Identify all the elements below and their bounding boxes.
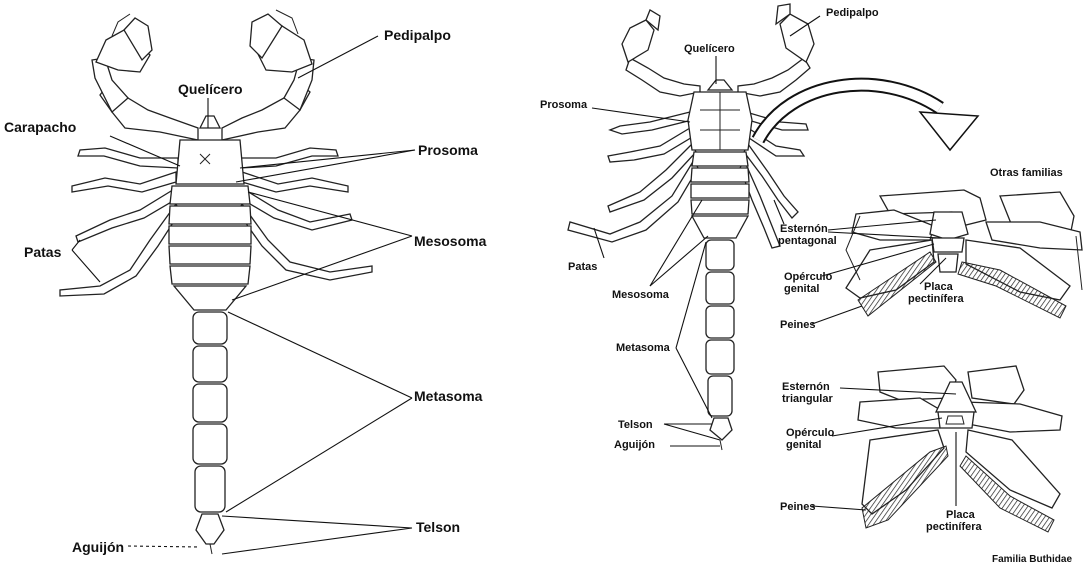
label-peines-bottom: Peines xyxy=(780,501,815,513)
label-operculo-genital-top-1: Opérculo xyxy=(784,271,833,283)
left-scorpion-drawing: Pedipalpo Quelícero Carapacho Prosoma Me… xyxy=(4,10,487,555)
label-metasoma-center: Metasoma xyxy=(616,342,671,354)
label-aguijon-center: Aguijón xyxy=(614,439,655,451)
center-mesosoma-segments xyxy=(691,152,749,238)
right-top-ventral-view: Otras familias Esternón pentagonal Opérc… xyxy=(778,167,1082,331)
label-placa-pectinifera-top-1: Placa xyxy=(924,281,954,293)
label-esternon-triangular-1: Esternón xyxy=(782,381,830,393)
center-metasoma-segments xyxy=(706,240,734,416)
center-legs xyxy=(568,112,808,248)
esternon-pentagonal xyxy=(930,212,968,240)
label-placa-pectinifera-bottom-1: Placa xyxy=(946,509,976,521)
label-pedipalpo-center: Pedipalpo xyxy=(826,7,879,19)
curved-arrow-head xyxy=(920,112,978,150)
label-telson-center: Telson xyxy=(618,419,653,431)
left-metasoma-segments xyxy=(193,312,227,512)
label-patas-center: Patas xyxy=(568,261,597,273)
label-patas-left: Patas xyxy=(24,244,62,260)
label-quelicero-left: Quelícero xyxy=(178,81,243,97)
center-pedipalp-right xyxy=(738,4,814,96)
label-mesosoma-center: Mesosoma xyxy=(612,289,670,301)
label-placa-pectinifera-bottom-2: pectinífera xyxy=(926,521,983,533)
left-pedipalp-right xyxy=(222,10,314,140)
label-quelicero-center: Quelícero xyxy=(684,43,735,55)
label-carapacho: Carapacho xyxy=(4,119,76,135)
label-mesosoma-left: Mesosoma xyxy=(414,233,487,249)
label-peines-top: Peines xyxy=(780,319,815,331)
label-otras-familias: Otras familias xyxy=(990,167,1063,179)
label-metasoma-left: Metasoma xyxy=(414,388,483,404)
right-bottom-ventral-view: Esternón triangular Opérculo genital Pla… xyxy=(780,366,1072,565)
label-esternon-pentagonal-1: Esternón xyxy=(780,223,828,235)
label-aguijon-left: Aguijón xyxy=(72,539,124,555)
label-operculo-genital-top-2: genital xyxy=(784,283,819,295)
left-telson xyxy=(196,514,224,544)
label-prosoma-left: Prosoma xyxy=(418,142,478,158)
left-legs-left-side xyxy=(60,148,180,296)
left-mesosoma-segments xyxy=(169,186,251,310)
center-telson xyxy=(710,418,732,440)
label-esternon-pentagonal-2: pentagonal xyxy=(778,235,837,247)
label-pedipalpo-left: Pedipalpo xyxy=(384,27,451,43)
label-prosoma-center: Prosoma xyxy=(540,99,588,111)
left-legs-right-side xyxy=(238,148,372,280)
label-esternon-triangular-2: triangular xyxy=(782,393,833,405)
label-familia-buthidae: Familia Buthidae xyxy=(992,554,1072,565)
label-telson-left: Telson xyxy=(416,519,460,535)
left-pedipalp-left xyxy=(92,14,198,140)
label-operculo-genital-bottom-1: Opérculo xyxy=(786,427,835,439)
left-carapace xyxy=(176,140,244,184)
center-chelicerae xyxy=(708,80,732,90)
label-placa-pectinifera-top-2: pectinífera xyxy=(908,293,965,305)
left-chelicerae xyxy=(200,116,220,128)
label-operculo-genital-bottom-2: genital xyxy=(786,439,821,451)
curved-arrow-inner xyxy=(758,85,940,140)
